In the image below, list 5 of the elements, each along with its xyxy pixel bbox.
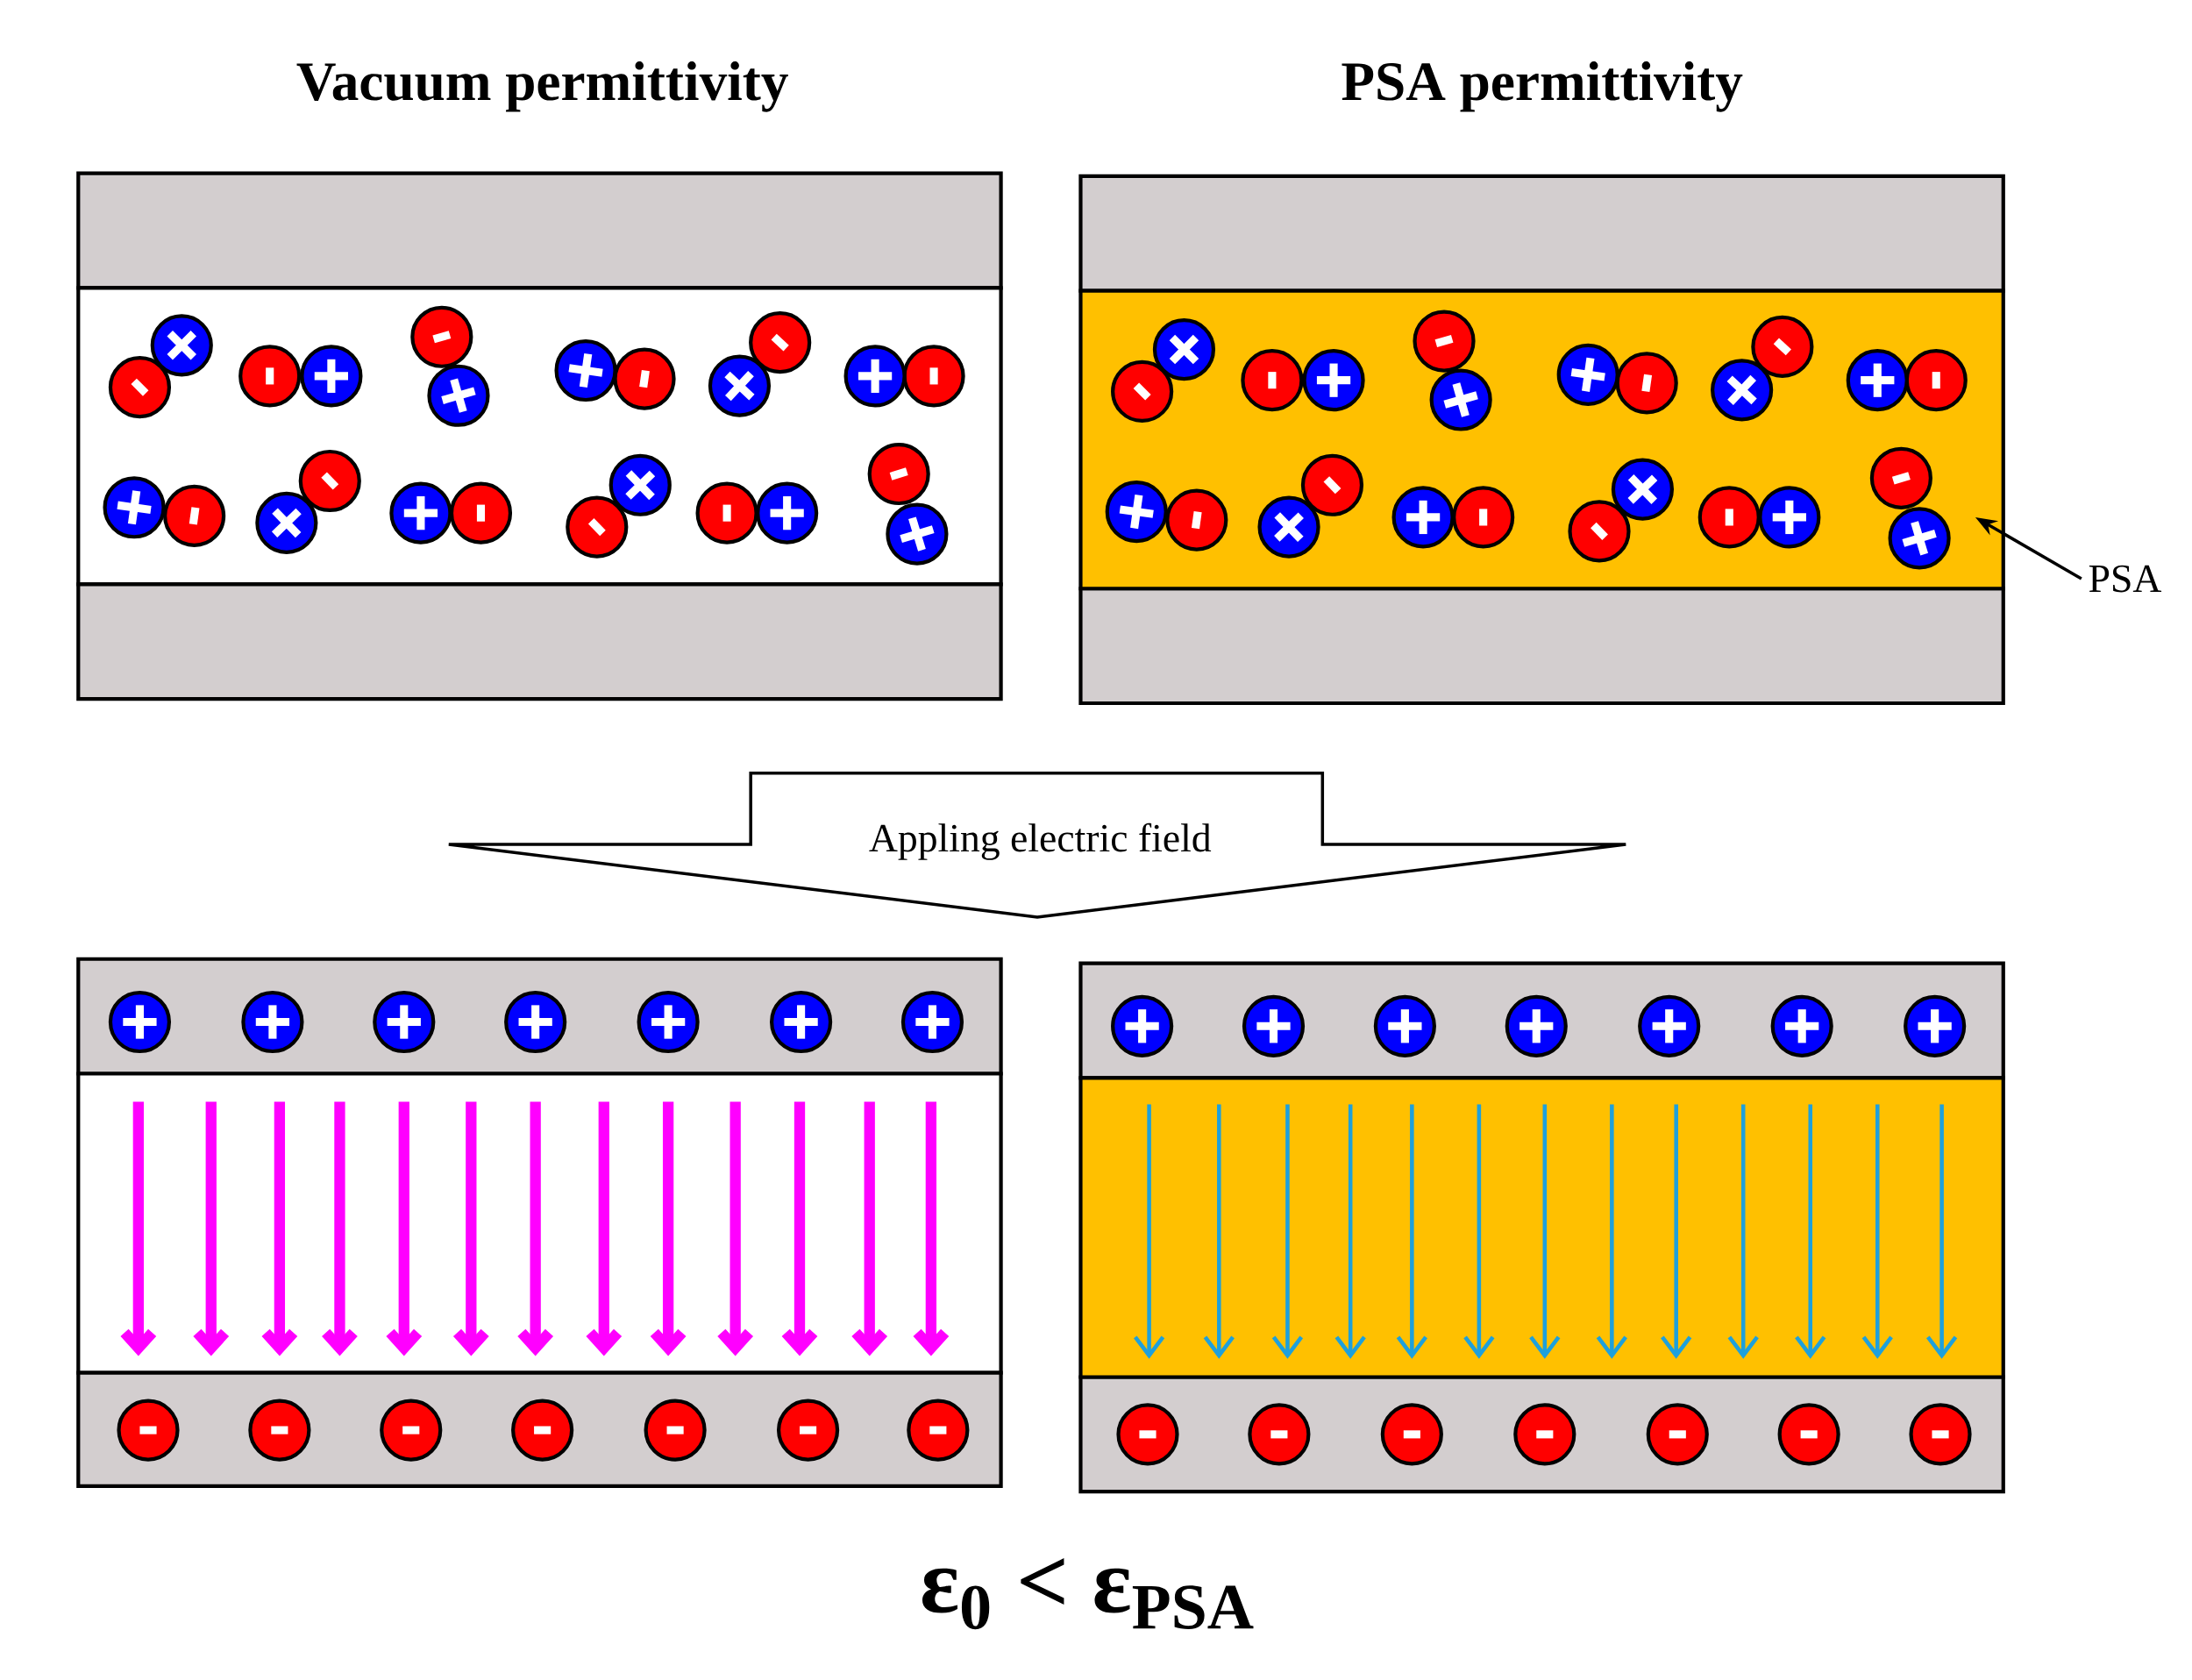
panel-heading: Vacuum permittivity [296,61,788,112]
equation: ε$_{0}$ < ε$_{PSA}$ [922,1557,1254,1629]
psa-label: PSA [2089,565,2162,593]
panel-heading: PSA permittivity [1342,61,1743,112]
psa-layer [1078,1075,2005,1379]
